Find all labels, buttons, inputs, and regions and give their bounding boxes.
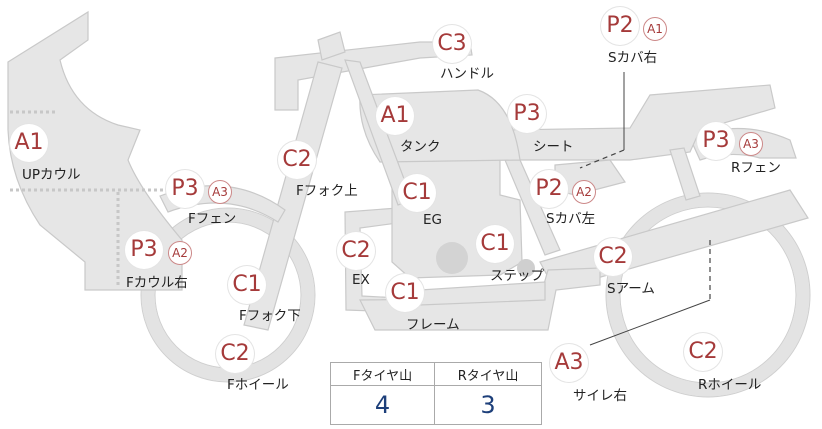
s-cover-right-label: Sカバ右 bbox=[608, 50, 658, 66]
seat-label: シート bbox=[533, 139, 574, 155]
s-cover-right-subcode: A1 bbox=[643, 17, 667, 41]
f-cowl-right-code: P3 bbox=[125, 231, 163, 269]
silencer-right-code: A3 bbox=[550, 344, 588, 382]
eg-label: EG bbox=[423, 212, 442, 228]
f-fork-lower-label: Fフォク下 bbox=[239, 308, 301, 324]
f-fork-lower-code: C1 bbox=[228, 266, 266, 304]
f-fender-label: Fフェン bbox=[188, 211, 237, 227]
f-fork-upper-label: Fフォク上 bbox=[296, 183, 358, 199]
rear-tire-tread-header: Rタイヤ山 bbox=[434, 362, 542, 386]
f-cowl-right-subcode: A2 bbox=[168, 241, 192, 265]
front-fork-shape bbox=[243, 61, 343, 331]
ex-label: EX bbox=[352, 272, 370, 288]
frame-code: C1 bbox=[386, 274, 424, 312]
f-wheel-label: Fホイール bbox=[227, 377, 289, 393]
frame-label: フレーム bbox=[406, 317, 460, 333]
s-arm-code: C2 bbox=[594, 238, 632, 276]
handle-code: C3 bbox=[433, 25, 471, 63]
handle-label: ハンドル bbox=[440, 66, 494, 82]
r-fender-code: P3 bbox=[697, 122, 735, 160]
step-code: C1 bbox=[476, 225, 514, 263]
s-cover-right-code: P2 bbox=[601, 7, 639, 45]
seat-shape bbox=[504, 84, 776, 161]
f-fender-subcode: A3 bbox=[208, 180, 232, 204]
up-cowl-code: A1 bbox=[10, 124, 48, 162]
seat-code: P3 bbox=[508, 95, 546, 133]
tire-tread-table: Fタイヤ山 Rタイヤ山 4 3 bbox=[329, 362, 542, 425]
r-fender-label: Rフェン bbox=[731, 160, 781, 176]
s-cover-left-code: P2 bbox=[530, 170, 568, 208]
upper-cowl-shape bbox=[7, 10, 183, 291]
s-cover-left-subcode: A2 bbox=[572, 180, 596, 204]
ex-code: C2 bbox=[337, 232, 375, 270]
front-tire-tread-header: Fタイヤ山 bbox=[329, 362, 436, 386]
s-arm-label: Sアーム bbox=[607, 281, 655, 297]
rear-wheel-shape bbox=[605, 192, 811, 398]
s-cover-left-label: Sカバ左 bbox=[546, 211, 596, 227]
eg-code: C1 bbox=[398, 174, 436, 212]
f-fender-code: P3 bbox=[166, 170, 204, 208]
step-label: ステップ bbox=[490, 268, 544, 284]
f-fork-upper-code: C2 bbox=[278, 141, 316, 179]
f-wheel-code: C2 bbox=[216, 335, 254, 373]
front-tire-tread-value: 4 bbox=[329, 385, 436, 425]
f-cowl-right-label: Fカウル右 bbox=[126, 275, 188, 291]
r-wheel-code: C2 bbox=[684, 333, 722, 371]
r-fender-subcode: A3 bbox=[739, 132, 763, 156]
silencer-right-label: サイレ右 bbox=[573, 388, 627, 404]
tank-label: タンク bbox=[400, 139, 441, 155]
rear-tire-tread-value: 3 bbox=[434, 385, 542, 425]
up-cowl-label: UPカウル bbox=[22, 167, 81, 183]
tank-code: A1 bbox=[376, 97, 414, 135]
r-wheel-label: Rホイール bbox=[698, 377, 762, 393]
